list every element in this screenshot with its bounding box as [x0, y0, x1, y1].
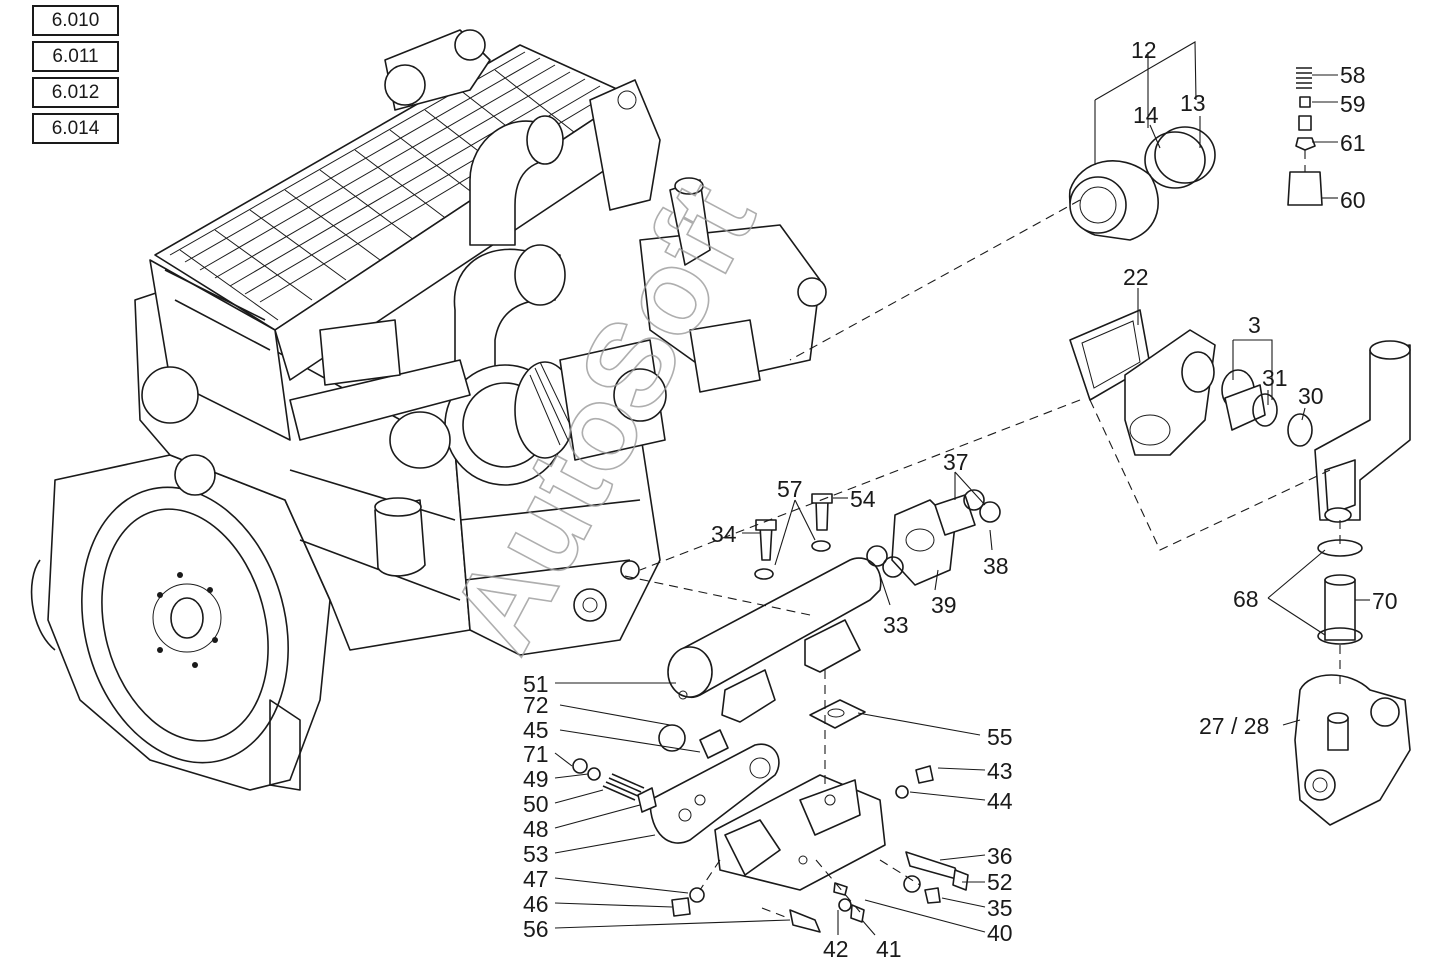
reference-list: 6.010 6.011 6.012 6.014 [32, 5, 119, 149]
callout-12[interactable]: 12 [1131, 37, 1157, 63]
callout-60[interactable]: 60 [1340, 187, 1366, 213]
callout-41[interactable]: 41 [876, 936, 902, 962]
leader-lines [554, 41, 1370, 936]
callout-46[interactable]: 46 [523, 891, 549, 917]
callout-45[interactable]: 45 [523, 717, 549, 743]
rocker-cover-fins [169, 51, 613, 321]
callout-71[interactable]: 71 [523, 741, 549, 767]
callout-68[interactable]: 68 [1233, 586, 1259, 612]
callout-14[interactable]: 14 [1133, 102, 1159, 128]
callout-37[interactable]: 37 [943, 449, 969, 475]
callout-48[interactable]: 48 [523, 816, 549, 842]
reference-link-6014[interactable]: 6.014 [32, 113, 119, 144]
callout-57[interactable]: 57 [777, 476, 803, 502]
callout-42[interactable]: 42 [823, 936, 849, 962]
reference-link-6010[interactable]: 6.010 [32, 5, 119, 36]
reference-link-6012[interactable]: 6.012 [32, 77, 119, 108]
callout-72[interactable]: 72 [523, 692, 549, 718]
callout-40[interactable]: 40 [987, 920, 1013, 946]
callout-61[interactable]: 61 [1340, 130, 1366, 156]
parts-illustration [572, 67, 1411, 933]
assembly-lines [619, 150, 1341, 919]
callout-59[interactable]: 59 [1340, 91, 1366, 117]
callout-54[interactable]: 54 [850, 486, 876, 512]
callout-52[interactable]: 52 [987, 869, 1013, 895]
callout-53[interactable]: 53 [523, 841, 549, 867]
callout-49[interactable]: 49 [523, 766, 549, 792]
callout-44[interactable]: 44 [987, 788, 1013, 814]
callout-51[interactable]: 51 [523, 671, 549, 697]
callout-55[interactable]: 55 [987, 724, 1013, 750]
callout-56[interactable]: 56 [523, 916, 549, 942]
callout-70[interactable]: 70 [1372, 588, 1398, 614]
callout-36[interactable]: 36 [987, 843, 1013, 869]
callout-33[interactable]: 33 [883, 612, 909, 638]
callout-22[interactable]: 22 [1123, 264, 1149, 290]
reference-link-6011[interactable]: 6.011 [32, 41, 119, 72]
callout-38[interactable]: 38 [983, 553, 1009, 579]
callout-31[interactable]: 31 [1262, 365, 1288, 391]
engine-assembly-illustration [30, 29, 827, 791]
callout-3[interactable]: 3 [1248, 312, 1261, 338]
callout-43[interactable]: 43 [987, 758, 1013, 784]
callout-13[interactable]: 13 [1180, 90, 1206, 116]
callout-labels: 12 14 13 58 59 61 60 22 3 31 30 68 70 27… [523, 37, 1398, 962]
callout-39[interactable]: 39 [931, 592, 957, 618]
callout-34[interactable]: 34 [711, 521, 737, 547]
callout-27-28[interactable]: 27 / 28 [1199, 713, 1269, 739]
callout-50[interactable]: 50 [523, 791, 549, 817]
callout-58[interactable]: 58 [1340, 62, 1366, 88]
callout-35[interactable]: 35 [987, 895, 1013, 921]
callout-47[interactable]: 47 [523, 866, 549, 892]
callout-30[interactable]: 30 [1298, 383, 1324, 409]
